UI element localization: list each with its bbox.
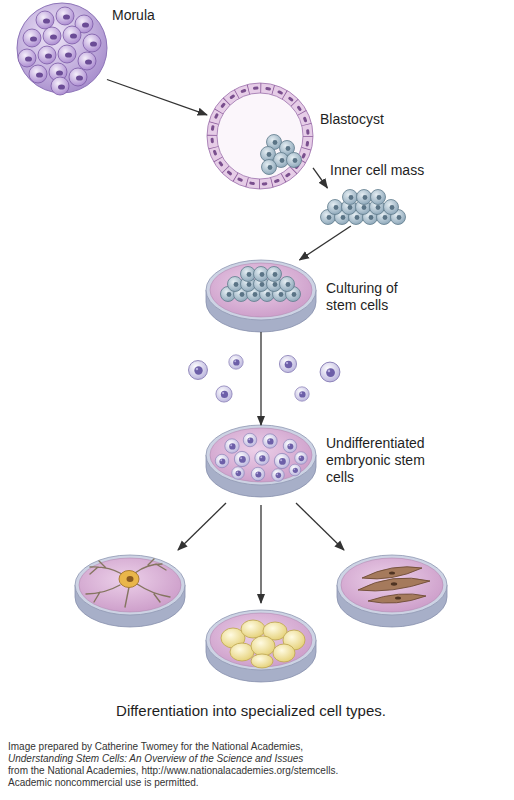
- inner-cell-mass-figure: [321, 190, 406, 225]
- stage-figure: Morula: [17, 3, 107, 93]
- stage-figure: Blastocyst: [207, 83, 313, 189]
- credit-line: Understanding Stem Cells: An Overview of…: [8, 753, 303, 765]
- stem-cell-dish: [206, 425, 316, 497]
- stage-label: Blastocyst: [320, 111, 430, 128]
- muscle-cell-dish: [337, 555, 447, 627]
- stage-label: Undifferentiated embryonic stem cells: [326, 435, 456, 485]
- stage-figure: Inner cell mass: [318, 188, 412, 226]
- neuron-dish: [75, 555, 185, 627]
- stage-figure: Culturing of stem cells: [206, 260, 316, 332]
- credit-line: Academic noncommercial use is permitted.: [8, 777, 199, 789]
- blastocyst-figure: [207, 83, 313, 189]
- fat-cell-dish: [206, 610, 316, 682]
- stage-figure: Undifferentiated embryonic stem cells: [206, 425, 316, 497]
- stage-label: Morula: [112, 7, 202, 24]
- stage-arrow: [300, 226, 351, 260]
- stage-arrow: [107, 80, 207, 115]
- free-stem-cells: [189, 355, 340, 402]
- stage-label: Inner cell mass: [330, 162, 470, 179]
- differentiation-arrows: [178, 503, 344, 603]
- credit-line: Image prepared by Catherine Twomey for t…: [8, 741, 303, 753]
- culture-dish: [206, 260, 316, 332]
- morula-figure: [17, 3, 107, 95]
- credit-line: from the National Academies, http://www.…: [8, 765, 338, 777]
- stage-arrow: [260, 332, 261, 425]
- stage-arrow: [313, 168, 327, 188]
- stage-label: Culturing of stem cells: [326, 280, 421, 314]
- figure-caption: Differentiation into specialized cell ty…: [0, 702, 508, 719]
